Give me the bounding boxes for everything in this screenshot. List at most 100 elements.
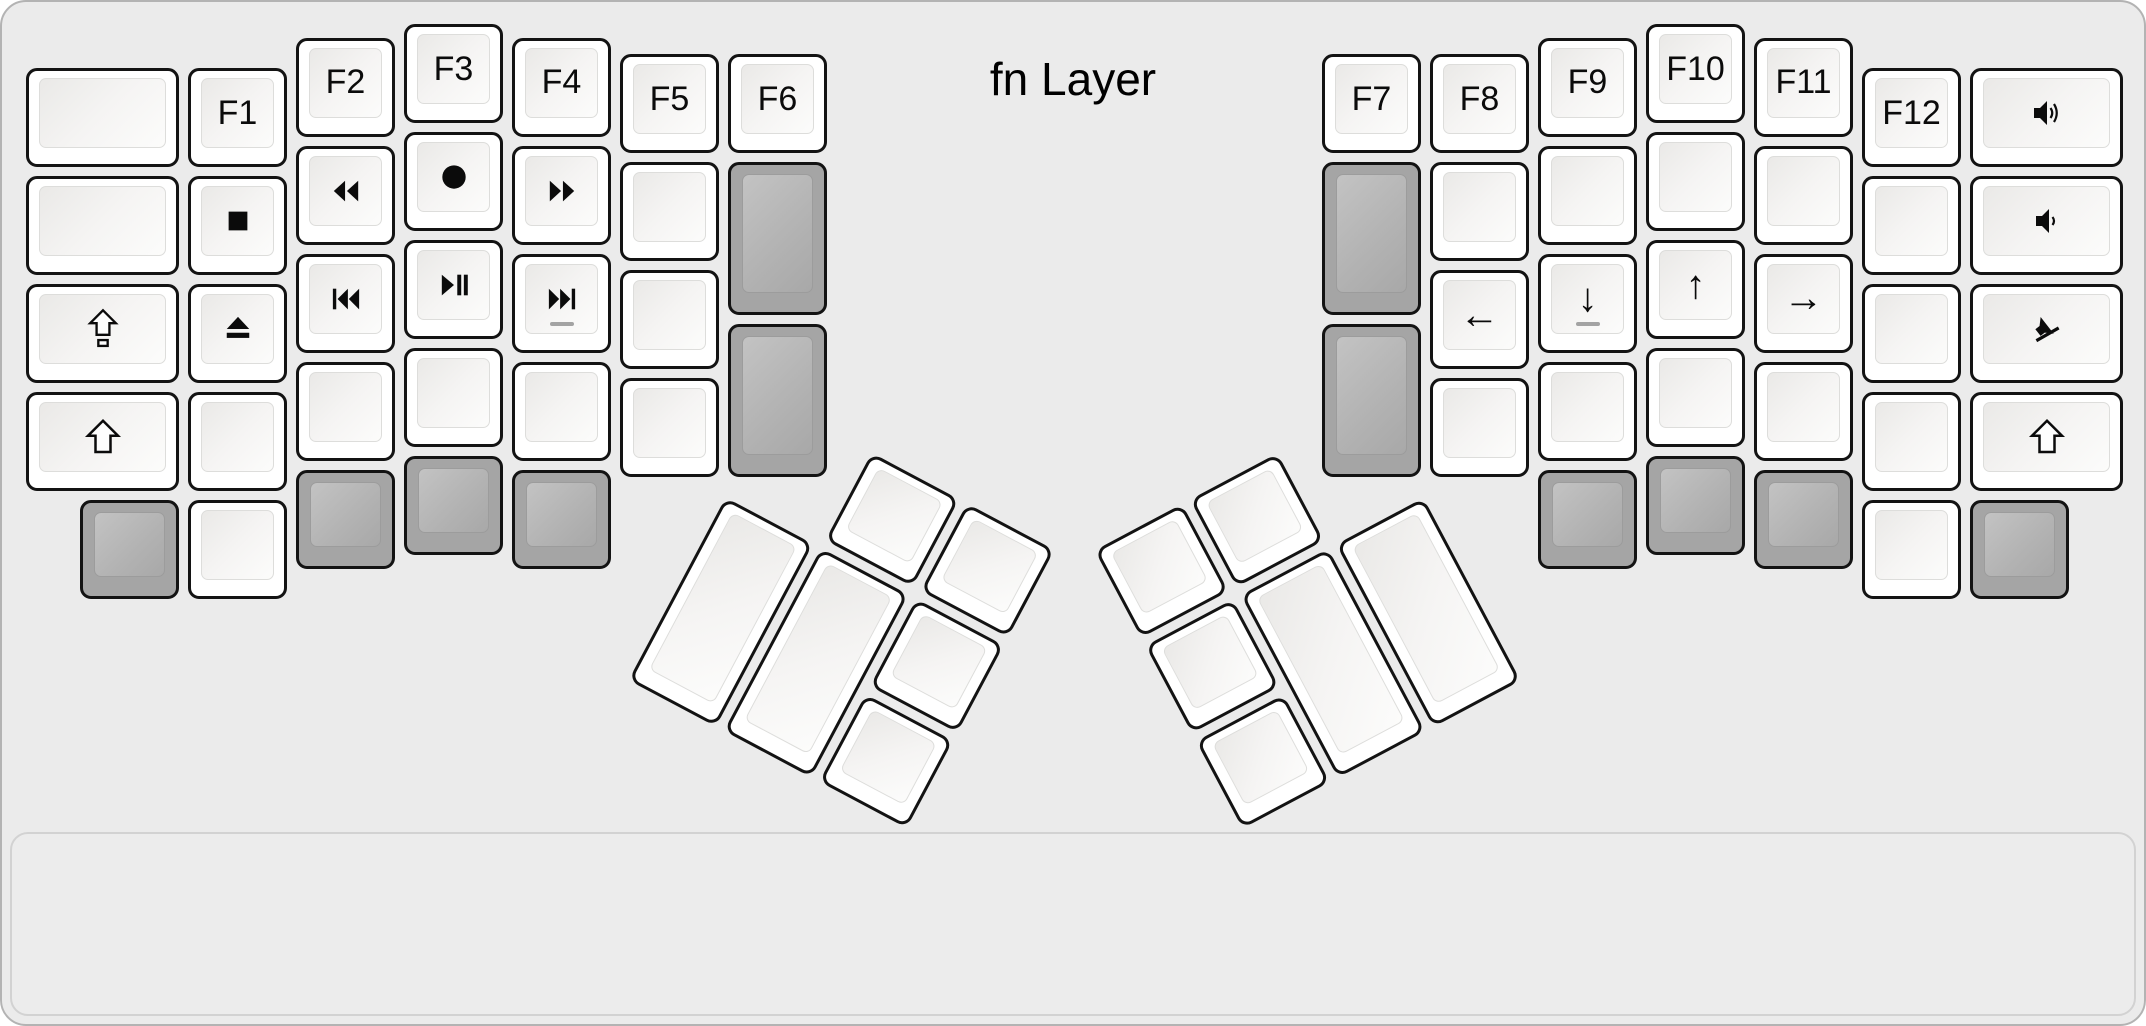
keycap-surface xyxy=(39,186,166,257)
layer-title: fn Layer xyxy=(989,53,1157,105)
key-blank xyxy=(1538,145,1637,245)
key-blank xyxy=(296,361,395,461)
keycap-surface: ← xyxy=(1443,280,1516,351)
key-label: F11 xyxy=(1775,63,1832,101)
key-blank xyxy=(1862,500,1961,600)
keycap-surface xyxy=(1983,402,2110,473)
key-blank xyxy=(26,68,179,168)
key-transparent xyxy=(296,469,395,569)
keycap-surface xyxy=(525,371,598,442)
key-→: → xyxy=(1754,253,1853,353)
keycap-surface xyxy=(525,263,598,334)
key-f4: F4 xyxy=(512,37,611,137)
keycap-surface xyxy=(417,142,490,212)
keycap-surface xyxy=(309,371,382,442)
key-f3: F3 xyxy=(404,24,503,123)
key-label: ← xyxy=(1459,292,1500,337)
keycap-surface xyxy=(633,388,706,459)
key-f10: F10 xyxy=(1646,24,1745,123)
keycap-surface xyxy=(633,172,706,243)
keycap-surface xyxy=(1767,371,1840,442)
skipforward-icon xyxy=(544,284,580,314)
keycap-surface xyxy=(94,512,165,578)
key-blank xyxy=(1430,162,1529,262)
key-f2: F2 xyxy=(296,37,395,137)
key-label: F10 xyxy=(1666,49,1725,88)
key-blank xyxy=(620,270,719,370)
keycap-surface xyxy=(1206,468,1304,565)
keycap-surface: F3 xyxy=(417,34,490,104)
keycap-surface xyxy=(1767,155,1840,226)
keycap-surface xyxy=(525,155,598,226)
keycap-surface xyxy=(1875,510,1948,581)
keycap-surface: F7 xyxy=(1335,64,1408,135)
shift-icon xyxy=(83,417,123,457)
record-icon xyxy=(437,160,471,194)
key-label: ↓ xyxy=(1577,276,1598,320)
keycap-surface xyxy=(201,402,274,473)
key-label: F3 xyxy=(433,49,474,88)
key-label: F6 xyxy=(757,79,798,118)
keycap-surface xyxy=(633,280,706,351)
playpause-icon xyxy=(436,270,472,300)
key-f9: F9 xyxy=(1538,37,1637,137)
key-fastforward xyxy=(512,145,611,245)
key-blank xyxy=(1538,361,1637,461)
keycap-surface xyxy=(201,294,274,365)
key-transparent xyxy=(1646,456,1745,555)
keycap-surface: F9 xyxy=(1551,47,1624,118)
homing-bar xyxy=(1575,321,1600,326)
volume-down-icon xyxy=(2030,205,2064,237)
key-blank xyxy=(1754,145,1853,245)
key-blank xyxy=(1862,176,1961,276)
key-blank xyxy=(1754,361,1853,461)
keycap-surface xyxy=(201,186,274,257)
key-volume-down xyxy=(1970,176,2123,276)
keycap-surface xyxy=(1875,294,1948,365)
keycap-surface xyxy=(742,336,813,456)
key-blank xyxy=(188,500,287,600)
keycap-surface xyxy=(839,709,937,806)
key-label: F4 xyxy=(541,63,582,101)
key-blank xyxy=(620,162,719,262)
keycap-surface xyxy=(1443,172,1516,243)
keycap-surface xyxy=(1336,336,1407,456)
keycap-surface xyxy=(1660,468,1731,533)
key-transparent xyxy=(1322,162,1421,316)
keycap-surface xyxy=(1443,388,1516,459)
key-blank xyxy=(1646,132,1745,231)
volume-up-icon xyxy=(2030,97,2064,129)
keycap-surface xyxy=(1110,518,1209,615)
key-blank xyxy=(26,176,179,276)
skipback-icon xyxy=(328,284,364,314)
key-shift xyxy=(1970,392,2123,492)
keycap-surface: F12 xyxy=(1875,78,1948,149)
keycap-surface xyxy=(1659,358,1732,428)
keycap-surface xyxy=(526,481,597,547)
keycap-surface xyxy=(1551,155,1624,226)
keycap-surface xyxy=(1983,294,2110,365)
homing-bar xyxy=(549,321,574,326)
key-label: F12 xyxy=(1882,93,1941,132)
keycap-surface xyxy=(742,174,813,294)
keycap-surface xyxy=(1875,402,1948,473)
keycap-surface xyxy=(1983,186,2110,257)
key-transparent xyxy=(1322,324,1421,478)
keycap-surface xyxy=(309,263,382,334)
keycap-surface: F11 xyxy=(1767,47,1840,118)
legend-panel xyxy=(10,832,2136,1016)
keycap-surface xyxy=(1212,709,1310,806)
key-transparent xyxy=(80,500,179,600)
key-transparent xyxy=(512,469,611,569)
key-transparent xyxy=(404,456,503,555)
key-capslock xyxy=(26,284,179,384)
keycap-surface: F2 xyxy=(309,47,382,118)
key-rewind xyxy=(296,145,395,245)
key-↑: ↑ xyxy=(1646,240,1745,339)
keycap-surface xyxy=(39,402,166,473)
keycap-surface xyxy=(39,294,166,365)
keycap-surface: ↑ xyxy=(1659,250,1732,320)
keycap-surface xyxy=(39,78,166,149)
key-label: F9 xyxy=(1567,63,1608,101)
key-stop xyxy=(188,176,287,276)
